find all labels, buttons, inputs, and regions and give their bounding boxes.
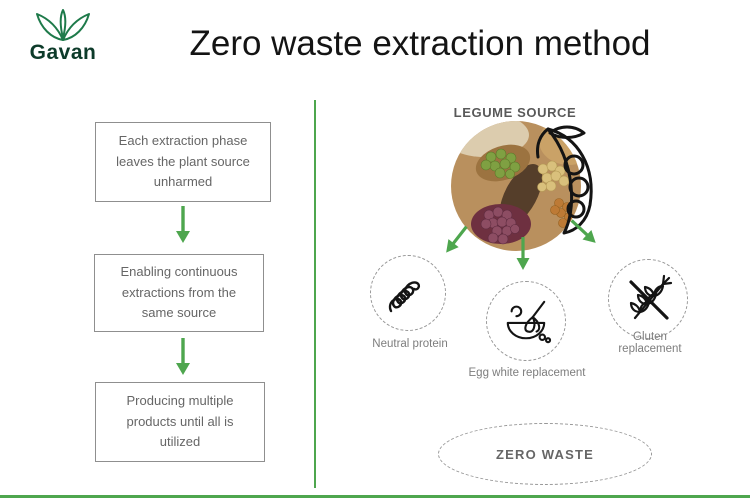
legume-photo bbox=[451, 121, 581, 251]
zero-waste-label: ZERO WASTE bbox=[496, 446, 594, 462]
soybean-pod-icon bbox=[536, 125, 593, 235]
output-label-egg-white: Egg white replacement bbox=[468, 367, 586, 379]
diverge-arrow-right-icon bbox=[570, 219, 596, 243]
output-circle-egg-white bbox=[486, 281, 566, 361]
page-title: Zero waste extraction method bbox=[189, 24, 651, 63]
flow-step-2-text: Enabling continuous extractions from the… bbox=[120, 263, 238, 321]
bottom-accent-line bbox=[0, 495, 750, 498]
diverge-arrow-middle-icon bbox=[516, 237, 530, 270]
flow-step-3-text: Producing multiple products until all is… bbox=[126, 392, 234, 450]
legume-source-label: LEGUME SOURCE bbox=[453, 105, 577, 120]
legume-panel: LEGUME SOURCE bbox=[330, 95, 750, 495]
leaf-icon bbox=[36, 9, 90, 41]
whisk-bowl-icon bbox=[506, 300, 552, 344]
down-arrow-icon bbox=[176, 338, 190, 375]
protein-helix-icon bbox=[388, 281, 421, 313]
output-circle-protein bbox=[370, 255, 446, 331]
output-label-protein: Neutral protein bbox=[372, 338, 448, 350]
diverge-arrow-left-icon bbox=[446, 225, 468, 253]
legume-photo-image bbox=[451, 121, 581, 251]
vertical-divider bbox=[314, 100, 316, 488]
flow-step-1: Each extraction phase leaves the plant s… bbox=[95, 122, 271, 202]
zero-waste-ellipse: ZERO WASTE bbox=[438, 423, 652, 485]
logo: Gavan bbox=[20, 8, 106, 65]
flow-step-1-text: Each extraction phase leaves the plant s… bbox=[116, 132, 250, 190]
down-arrow-icon bbox=[176, 206, 190, 243]
brand-name: Gavan bbox=[29, 41, 97, 64]
flow-step-2: Enabling continuous extractions from the… bbox=[94, 254, 264, 332]
no-gluten-wheat-icon bbox=[629, 274, 673, 320]
output-label-gluten: Gluten replacement bbox=[618, 331, 682, 355]
output-circle-gluten bbox=[608, 259, 688, 339]
flow-step-3: Producing multiple products until all is… bbox=[95, 382, 265, 462]
